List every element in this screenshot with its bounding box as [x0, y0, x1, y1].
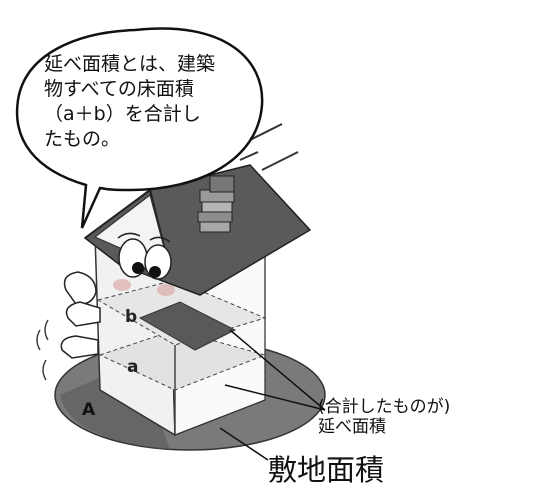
site-area-letter: A — [82, 400, 96, 420]
speech-bubble — [15, 27, 264, 229]
floor-a-label: a — [127, 357, 139, 377]
speech-bubble-text: 延べ面積とは、建築 物すべての床面積 （a＋b）を合計し たもの。 — [44, 53, 216, 150]
pointer-lines — [219, 329, 326, 461]
site-area-label: 敷地面積 — [268, 453, 385, 487]
total-floor-area-line1: (合計したものが) — [318, 397, 451, 417]
motion-marks — [239, 123, 299, 171]
total-floor-area-line2: 延べ面積 — [318, 417, 386, 437]
total-floor-area-label: (合計したものが) 延べ面積 — [318, 397, 450, 437]
shake-marks — [36, 319, 49, 381]
house-hands — [60, 271, 101, 359]
house-face — [113, 232, 175, 296]
floor-b-label: b — [125, 307, 138, 327]
chimney — [197, 175, 235, 233]
floor-a-slab — [98, 329, 267, 391]
floor-b-dark-area — [138, 301, 237, 351]
